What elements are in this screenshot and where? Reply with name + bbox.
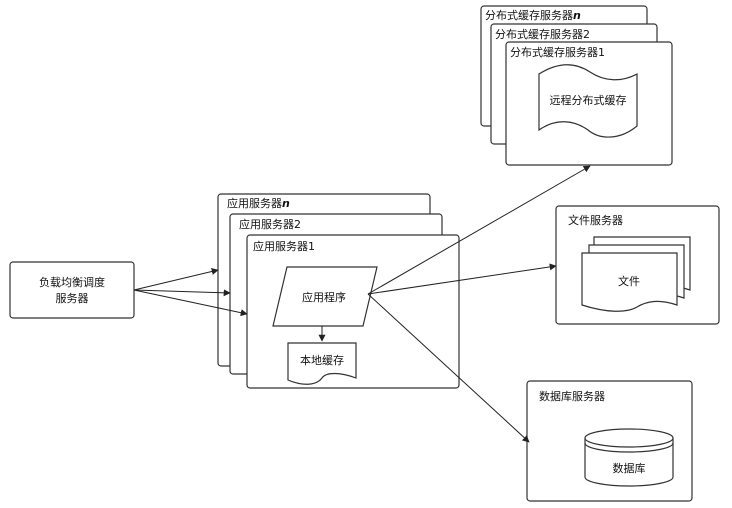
file-stack: 文件 — [581, 236, 691, 312]
database-label: 数据库 — [613, 461, 646, 475]
edge-lb-to-app-n — [133, 268, 219, 291]
file-server-label: 文件服务器 — [568, 213, 623, 227]
app-server-2-label: 应用服务器2 — [239, 217, 301, 231]
cache-server-n-suffix: n — [573, 9, 581, 22]
edge-lb-to-app-2 — [133, 289, 231, 297]
cache-server-1-label: 分布式缓存服务器1 — [510, 45, 605, 59]
app-program-node: 应用程序 — [272, 266, 378, 327]
edge-program-to-file-server — [367, 263, 557, 295]
svg-text:分布式缓存服务器n: 分布式缓存服务器n — [485, 8, 581, 22]
load-balancer-label-line1: 负载均衡调度 — [39, 275, 105, 289]
local-cache-label: 本地缓存 — [300, 353, 344, 367]
database-cylinder: 数据库 — [584, 428, 674, 487]
edge-lb-to-app-1 — [133, 289, 248, 317]
app-program-label: 应用程序 — [302, 290, 346, 304]
local-cache-node: 本地缓存 — [287, 342, 357, 385]
load-balancer-label-line2: 服务器 — [56, 292, 89, 305]
app-server-1-label: 应用服务器1 — [253, 239, 315, 253]
file-label: 文件 — [618, 274, 640, 288]
load-balancer-node: 负载均衡调度 服务器 — [9, 261, 135, 319]
remote-cache-label: 远程分布式缓存 — [550, 93, 627, 107]
edge-program-to-remote-cache — [367, 165, 591, 295]
app-server-n-label: 应用服务器 — [227, 196, 282, 210]
svg-text:应用服务器n: 应用服务器n — [227, 196, 290, 210]
app-server-n-suffix: n — [282, 197, 290, 210]
edge-program-to-db-server — [367, 293, 530, 443]
cache-server-2-label: 分布式缓存服务器2 — [495, 27, 590, 41]
cache-server-n-label: 分布式缓存服务器 — [485, 8, 573, 22]
remote-cache-node: 远程分布式缓存 — [538, 64, 638, 138]
db-server-label: 数据库服务器 — [539, 389, 605, 403]
